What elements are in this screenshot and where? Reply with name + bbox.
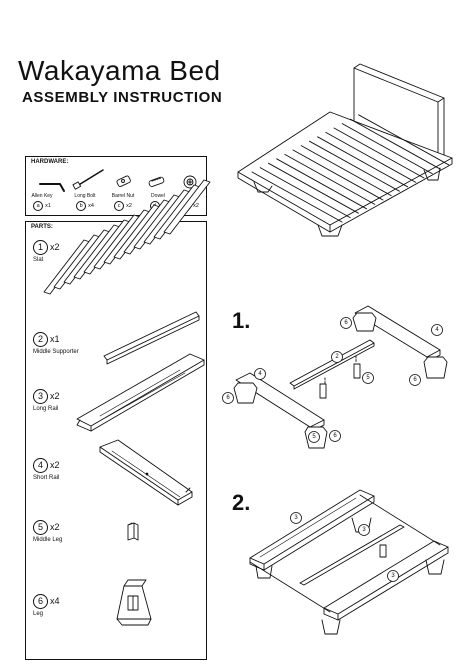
bed-slat bbox=[333, 127, 425, 179]
callout-5: 5 bbox=[362, 372, 374, 384]
step-2-label: 2. bbox=[232, 490, 251, 515]
step-1-label: 1. bbox=[232, 308, 251, 333]
svg-text:2: 2 bbox=[335, 354, 339, 360]
hardware-heading: HARDWARE: bbox=[31, 159, 69, 165]
callout-3: 3 bbox=[387, 570, 399, 582]
part-name-middle-leg: Middle Leg bbox=[33, 537, 63, 543]
callout-4: 4 bbox=[431, 324, 443, 336]
hardware-label-barrel-nut: Barrel Nut bbox=[111, 193, 135, 199]
bed-slat bbox=[300, 145, 392, 197]
long-rail-drawing bbox=[76, 353, 205, 432]
bed-slat bbox=[259, 167, 351, 219]
callout-5: 5 bbox=[308, 431, 320, 443]
step-1-exploded-drawing bbox=[233, 305, 448, 449]
svg-text:6: 6 bbox=[413, 377, 417, 383]
callout-6: 6 bbox=[222, 392, 234, 404]
bed-slat bbox=[325, 131, 417, 183]
assembled-bed-drawing bbox=[237, 63, 453, 237]
middle-leg-drawing bbox=[127, 522, 139, 541]
svg-text:3: 3 bbox=[294, 515, 298, 521]
allen-key-icon bbox=[39, 183, 65, 192]
parts-panel bbox=[25, 221, 207, 660]
cap-icon bbox=[183, 175, 197, 189]
bed-slat bbox=[317, 136, 409, 188]
parts-heading: PARTS: bbox=[31, 224, 53, 230]
bed-slat bbox=[341, 123, 433, 175]
bed-slat bbox=[308, 140, 400, 192]
part-name-slat: Slat bbox=[33, 257, 44, 263]
svg-text:5: 5 bbox=[312, 434, 316, 440]
part-name-short-rail: Short Rail bbox=[33, 475, 60, 481]
svg-text:5: 5 bbox=[366, 375, 370, 381]
svg-text:6: 6 bbox=[226, 395, 230, 401]
bed-slat bbox=[349, 118, 441, 170]
hardware-label-allen-key: Allen Key bbox=[31, 193, 53, 199]
callout-6: 6 bbox=[409, 374, 421, 386]
barrel-nut-icon bbox=[116, 175, 131, 187]
part-name-long-rail: Long Rail bbox=[33, 406, 59, 412]
hardware-label-long-bolt: Long Bolt bbox=[74, 193, 96, 199]
callout-6: 6 bbox=[340, 317, 352, 329]
leg-drawing bbox=[116, 579, 152, 626]
callout-3: 3 bbox=[358, 524, 370, 536]
document-title: Wakayama Bed bbox=[18, 55, 221, 86]
svg-text:6: 6 bbox=[333, 433, 337, 439]
middle-supporter-drawing bbox=[103, 311, 200, 365]
step-2-frame-drawing bbox=[249, 489, 449, 635]
bed-slat bbox=[251, 171, 343, 223]
bed-slat bbox=[358, 114, 450, 166]
slat bbox=[163, 179, 211, 235]
bed-slat bbox=[276, 158, 368, 210]
callout-4: 4 bbox=[254, 368, 266, 380]
bolt-icon bbox=[72, 169, 104, 190]
bed-slat bbox=[267, 162, 359, 214]
hardware-label-dowel: Dowel bbox=[151, 193, 165, 199]
short-rail-drawing bbox=[99, 439, 193, 506]
callout-6: 6 bbox=[329, 430, 341, 442]
callout-labels: 6 4 2 5 6 4 6 5 6 3 3 3 bbox=[222, 317, 443, 582]
callout-3: 3 bbox=[290, 512, 302, 524]
svg-text:3: 3 bbox=[362, 527, 366, 533]
svg-text:3: 3 bbox=[391, 573, 395, 579]
svg-text:6: 6 bbox=[344, 320, 348, 326]
bed-slat bbox=[292, 149, 384, 201]
part-name-middle-supporter: Middle Supporter bbox=[33, 349, 79, 355]
callout-2: 2 bbox=[331, 351, 343, 363]
part-name-leg: Leg bbox=[33, 611, 44, 617]
svg-text:4: 4 bbox=[258, 371, 262, 377]
slat-stack-drawing bbox=[43, 179, 211, 295]
svg-text:4: 4 bbox=[435, 327, 439, 333]
document-subtitle: ASSEMBLY INSTRUCTION bbox=[22, 89, 223, 106]
dowel-icon bbox=[148, 176, 165, 187]
bed-slat bbox=[284, 153, 376, 205]
